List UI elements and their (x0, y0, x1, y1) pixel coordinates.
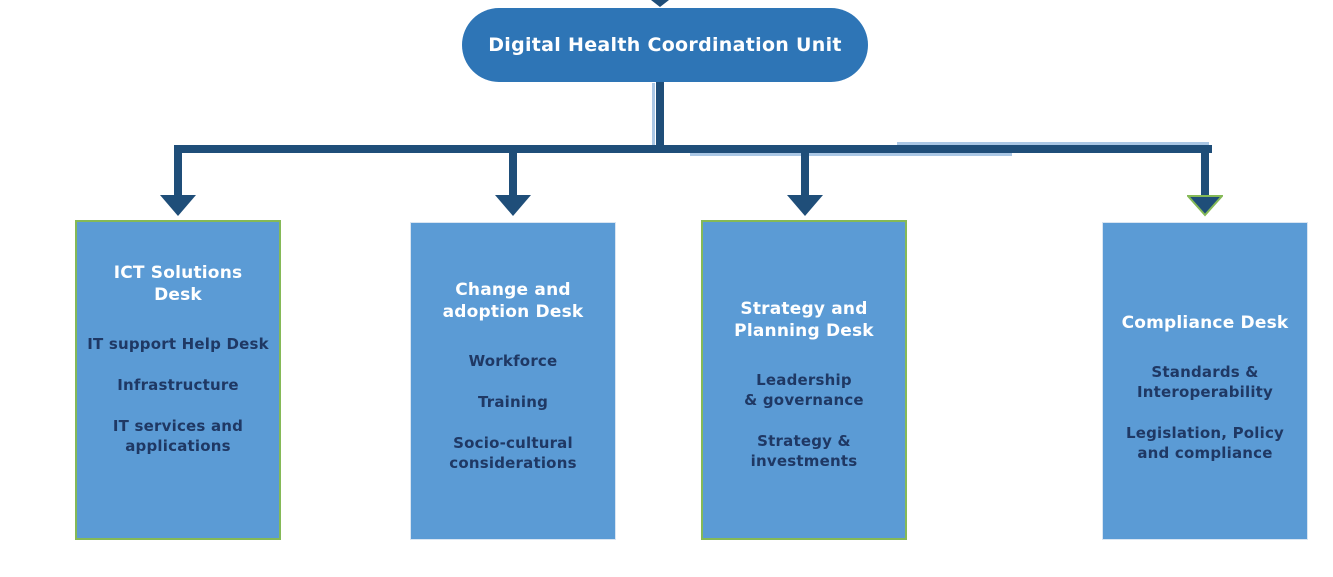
root-node-digital-health-coordination-unit: Digital Health Coordination Unit (462, 8, 868, 82)
connector-drop-2 (509, 153, 517, 197)
connector-trunk (656, 80, 664, 150)
dept-title: ICT Solutions Desk (113, 263, 243, 305)
down-arrow-icon (495, 195, 531, 216)
dept-title: Compliance Desk (1121, 313, 1289, 333)
connector-drop-4 (1201, 153, 1209, 197)
dept-item: Socio-cultural considerations (449, 434, 577, 472)
dept-item: Workforce (468, 352, 558, 370)
connector-artifact (652, 83, 655, 145)
connector-artifact (897, 142, 1209, 145)
dept-title: Change and adoption Desk (442, 280, 584, 322)
down-arrow-green-icon (1187, 195, 1223, 217)
dept-box-compliance: Compliance Desk Standards & Interoperabi… (1102, 222, 1308, 540)
dept-item: IT support Help Desk (87, 335, 269, 353)
incoming-arrow-icon (651, 0, 669, 7)
connector-drop-3 (801, 153, 809, 197)
dept-item: Legislation, Policy and compliance (1125, 424, 1285, 462)
dept-item: Infrastructure (117, 376, 239, 394)
dept-item: Leadership & governance (744, 371, 864, 409)
dept-item: IT services and applications (112, 417, 244, 455)
connector-artifact (690, 153, 1012, 156)
dept-box-strategy-planning: Strategy and Planning Desk Leadership & … (701, 220, 907, 540)
dept-item: Standards & Interoperability (1136, 363, 1274, 401)
dept-item: Training (477, 393, 549, 411)
connector-drop-1 (174, 145, 182, 197)
dept-box-ict-solutions: ICT Solutions Desk IT support Help Desk … (75, 220, 281, 540)
root-node-label: Digital Health Coordination Unit (488, 34, 842, 56)
down-arrow-icon (160, 195, 196, 216)
dept-item: Strategy & investments (750, 432, 858, 470)
connector-horizontal (174, 145, 1212, 153)
dept-title: Strategy and Planning Desk (734, 299, 874, 341)
dept-box-change-adoption: Change and adoption Desk Workforce Train… (410, 222, 616, 540)
down-arrow-icon (787, 195, 823, 216)
